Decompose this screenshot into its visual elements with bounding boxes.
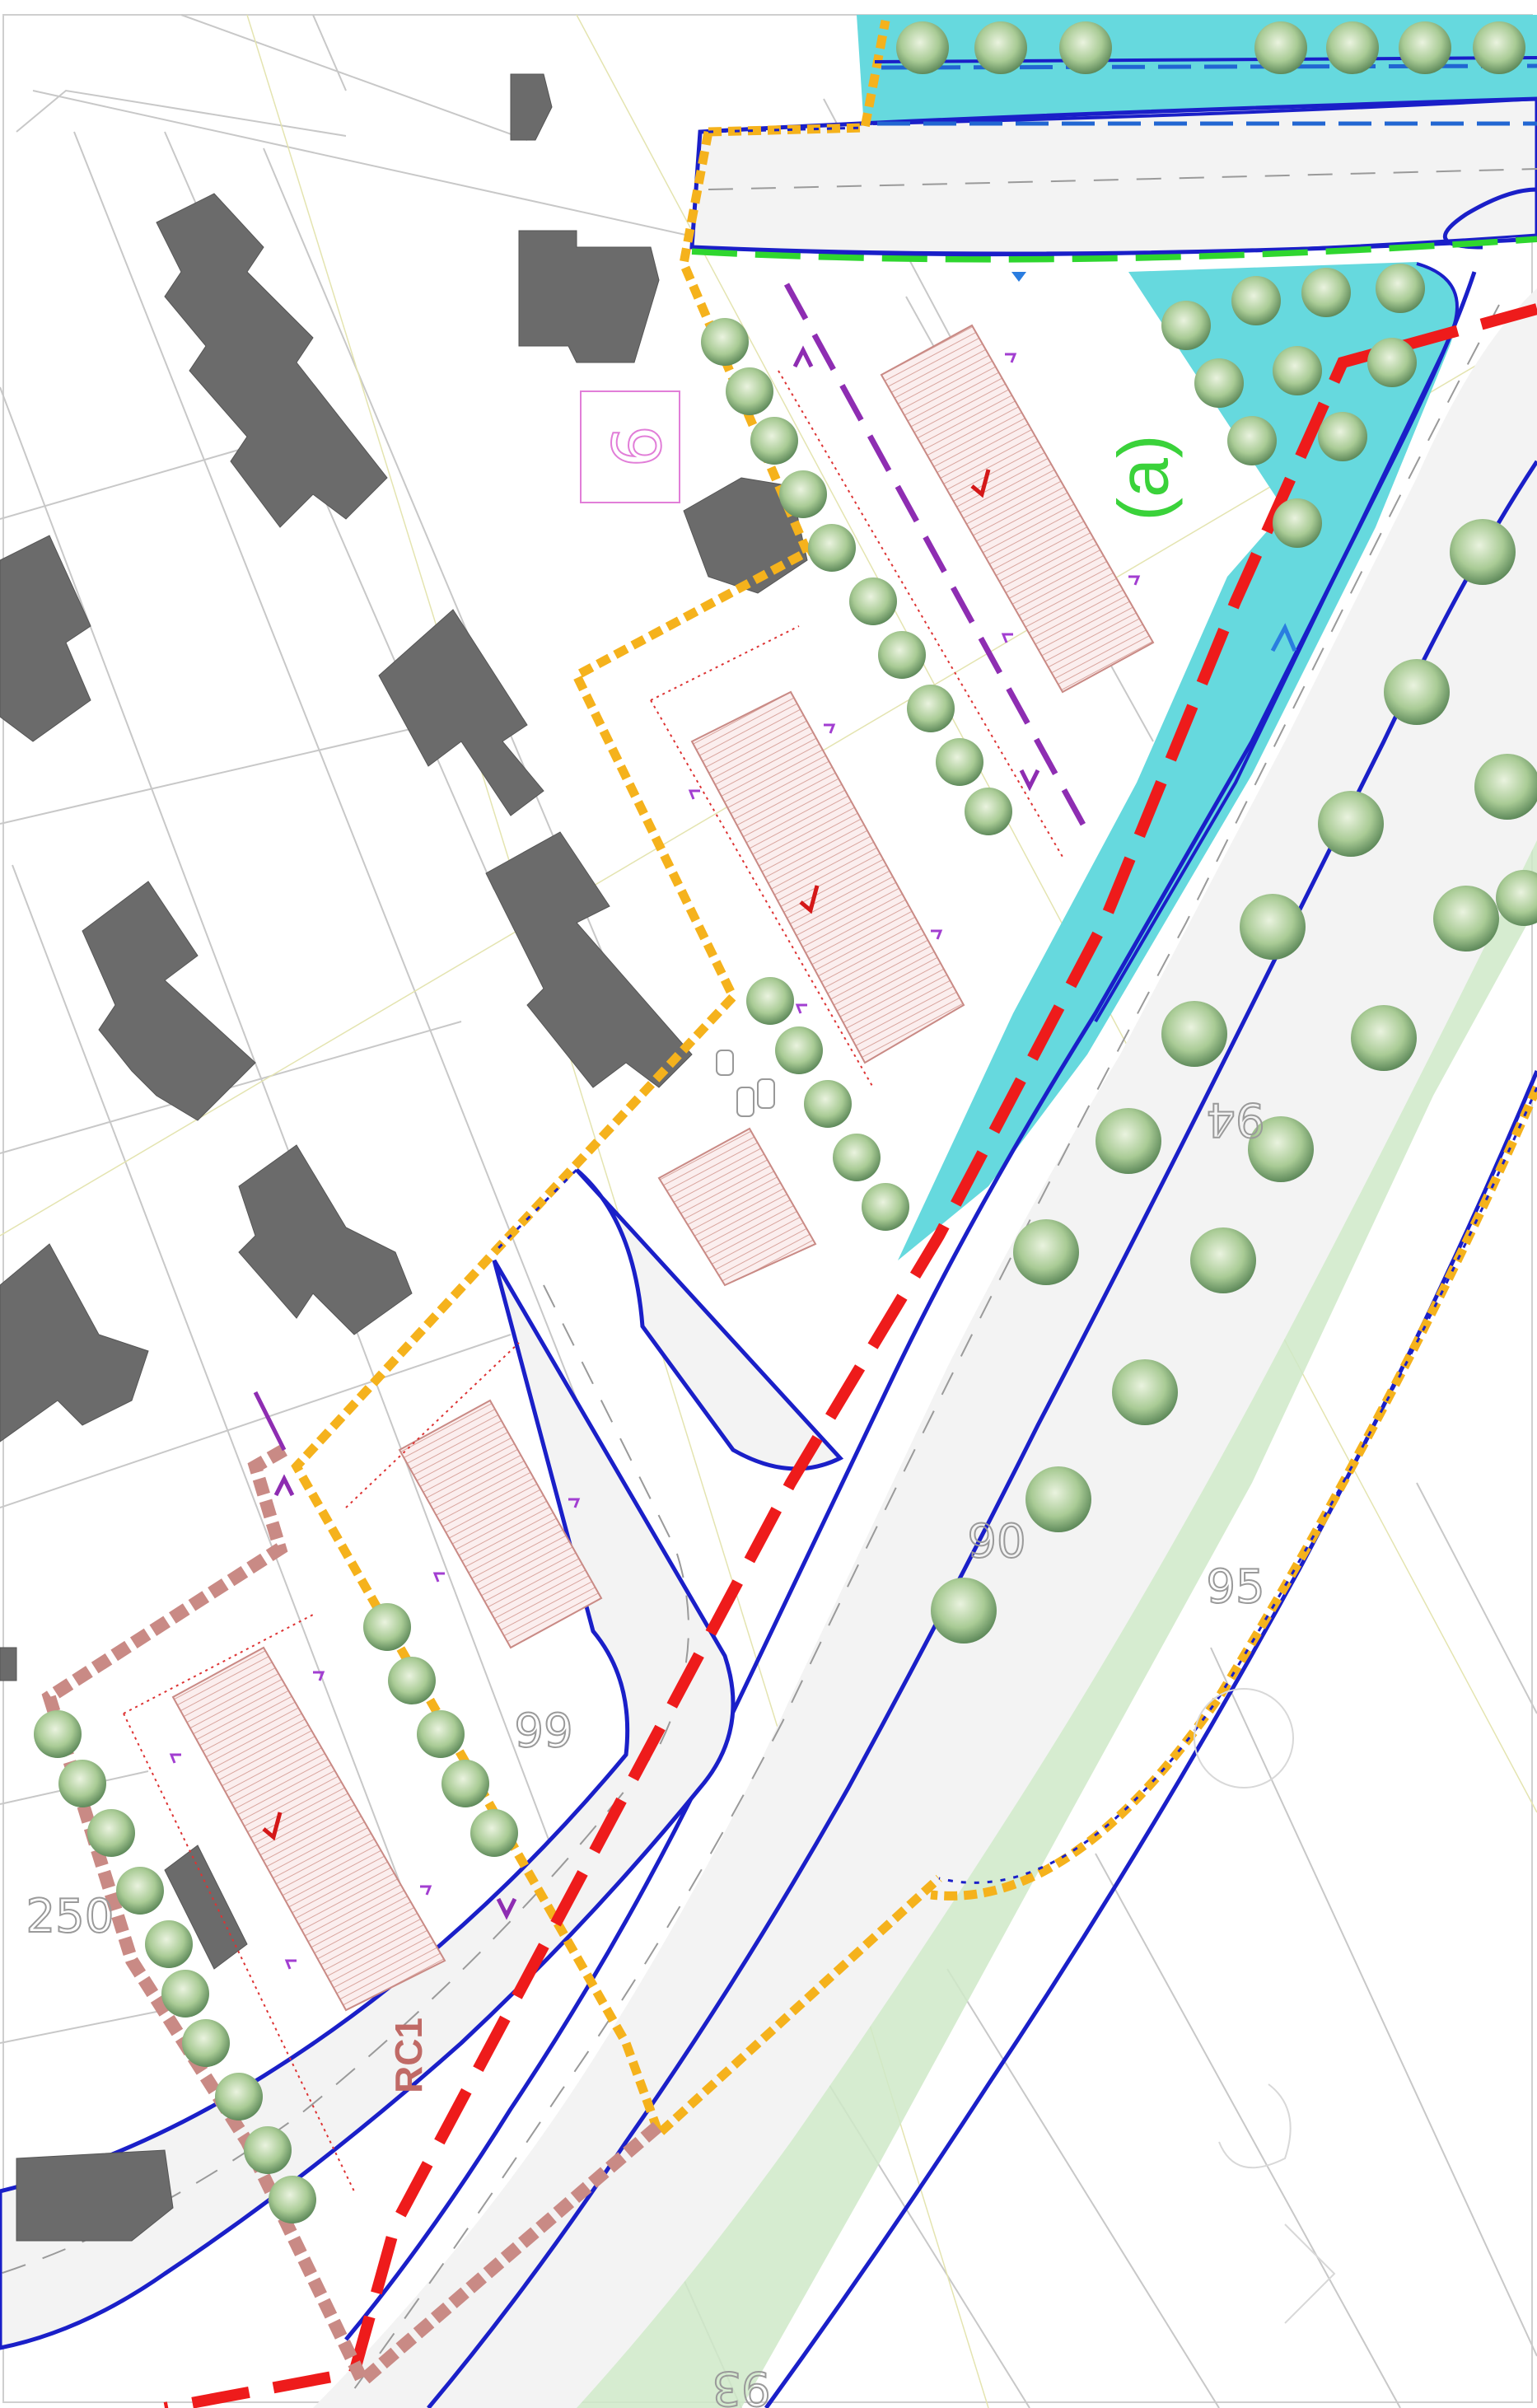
lot-number-box: [580, 390, 680, 503]
proposed-building: [880, 324, 1155, 694]
ghost-outlines: [1194, 1688, 1336, 2324]
proposed-building: [690, 690, 965, 1064]
street-furniture: [716, 1050, 775, 1117]
building-markers: [262, 469, 991, 1841]
blue-arrow: [1270, 623, 1297, 652]
blue-marker: [1011, 272, 1026, 282]
building: [518, 230, 660, 363]
proposed-buildings: [171, 324, 1155, 2012]
elevation-90: 90: [967, 1515, 1025, 1569]
proposed-building: [398, 1399, 603, 1649]
building: [378, 609, 544, 816]
elevation-93: 93: [712, 2361, 770, 2408]
tree-cluster-triangle: [1161, 264, 1425, 548]
proposed-building: [171, 1646, 446, 2012]
road-centerline-west: [0, 1284, 689, 2275]
boundary-orange-blue: [493, 126, 1537, 1884]
area-label-a: (a): [1105, 434, 1184, 521]
road-side-branch: [575, 1168, 844, 1471]
building: [0, 1647, 17, 1681]
road-main: [313, 288, 1537, 2408]
boundary-green-blue: [691, 233, 1537, 257]
direction-arrows: [273, 345, 1040, 1920]
elevation-labels: 94 95 90 99 250 93: [26, 1092, 1266, 2408]
boundary-purple-west: [253, 1391, 287, 1452]
fence-lines: [123, 370, 1063, 2192]
tree-row-diagonal: [701, 318, 1012, 1231]
elevation-250: 250: [26, 1890, 114, 1943]
building: [16, 2149, 174, 2242]
tree-park: [931, 519, 1537, 1644]
buildings: [0, 73, 808, 2242]
building: [156, 193, 388, 528]
lot-number: 9: [596, 426, 673, 468]
boundary-orange: [291, 19, 1537, 2142]
building: [164, 1845, 248, 1970]
area-label-rc1: RC1: [387, 2018, 430, 2093]
trees: [34, 21, 1537, 2223]
boundary-red: [163, 303, 1537, 2408]
road-centerline-north: [708, 168, 1537, 190]
building: [0, 535, 91, 742]
proposed-building: [657, 1127, 817, 1287]
building: [510, 73, 553, 141]
tree-row-west: [34, 1603, 518, 2223]
elevation-99: 99: [514, 1704, 572, 1758]
elevation-94: 94: [1206, 1092, 1264, 1146]
building: [238, 1144, 413, 1335]
access-arrows: [169, 353, 1141, 1970]
elevation-95: 95: [1206, 1560, 1264, 1614]
water-triangle-outline: [1094, 262, 1459, 1023]
building: [485, 831, 693, 1088]
tree-row-north: [896, 21, 1525, 74]
boundary-purple: [783, 283, 1091, 834]
boundary-green: [691, 236, 1537, 263]
building: [82, 881, 256, 1121]
road-main-edge-left: [344, 271, 1477, 2341]
building: [0, 1243, 149, 1442]
